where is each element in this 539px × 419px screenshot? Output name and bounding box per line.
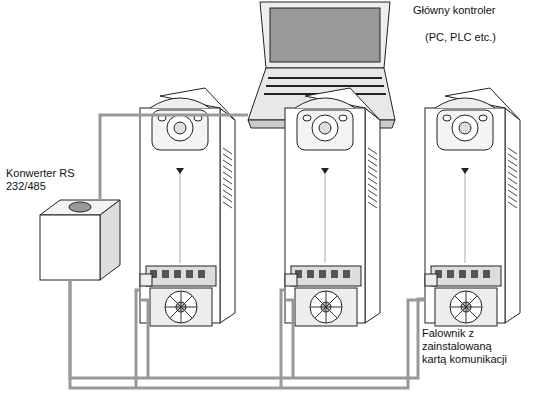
device-label: Konwerter RS 232/485	[6, 167, 98, 193]
device-label: Falownik z zainstalowaną kartą komunikac…	[422, 327, 518, 366]
inverter	[140, 88, 235, 326]
device-node: Konwerter RS 232/485	[40, 200, 120, 280]
device-label: (PC, PLC etc.)	[425, 31, 525, 44]
device-node: Falownik z zainstalowaną kartą komunikac…	[425, 88, 520, 325]
cable	[70, 280, 425, 378]
bus-wire	[70, 280, 425, 388]
rs-converter	[40, 200, 120, 280]
inverter	[285, 88, 380, 326]
inverter	[425, 88, 520, 326]
device-label: Główny kontroler	[413, 4, 523, 17]
cable	[100, 115, 248, 200]
device-node: Główny kontroler(PC, PLC etc.)	[248, 0, 395, 130]
